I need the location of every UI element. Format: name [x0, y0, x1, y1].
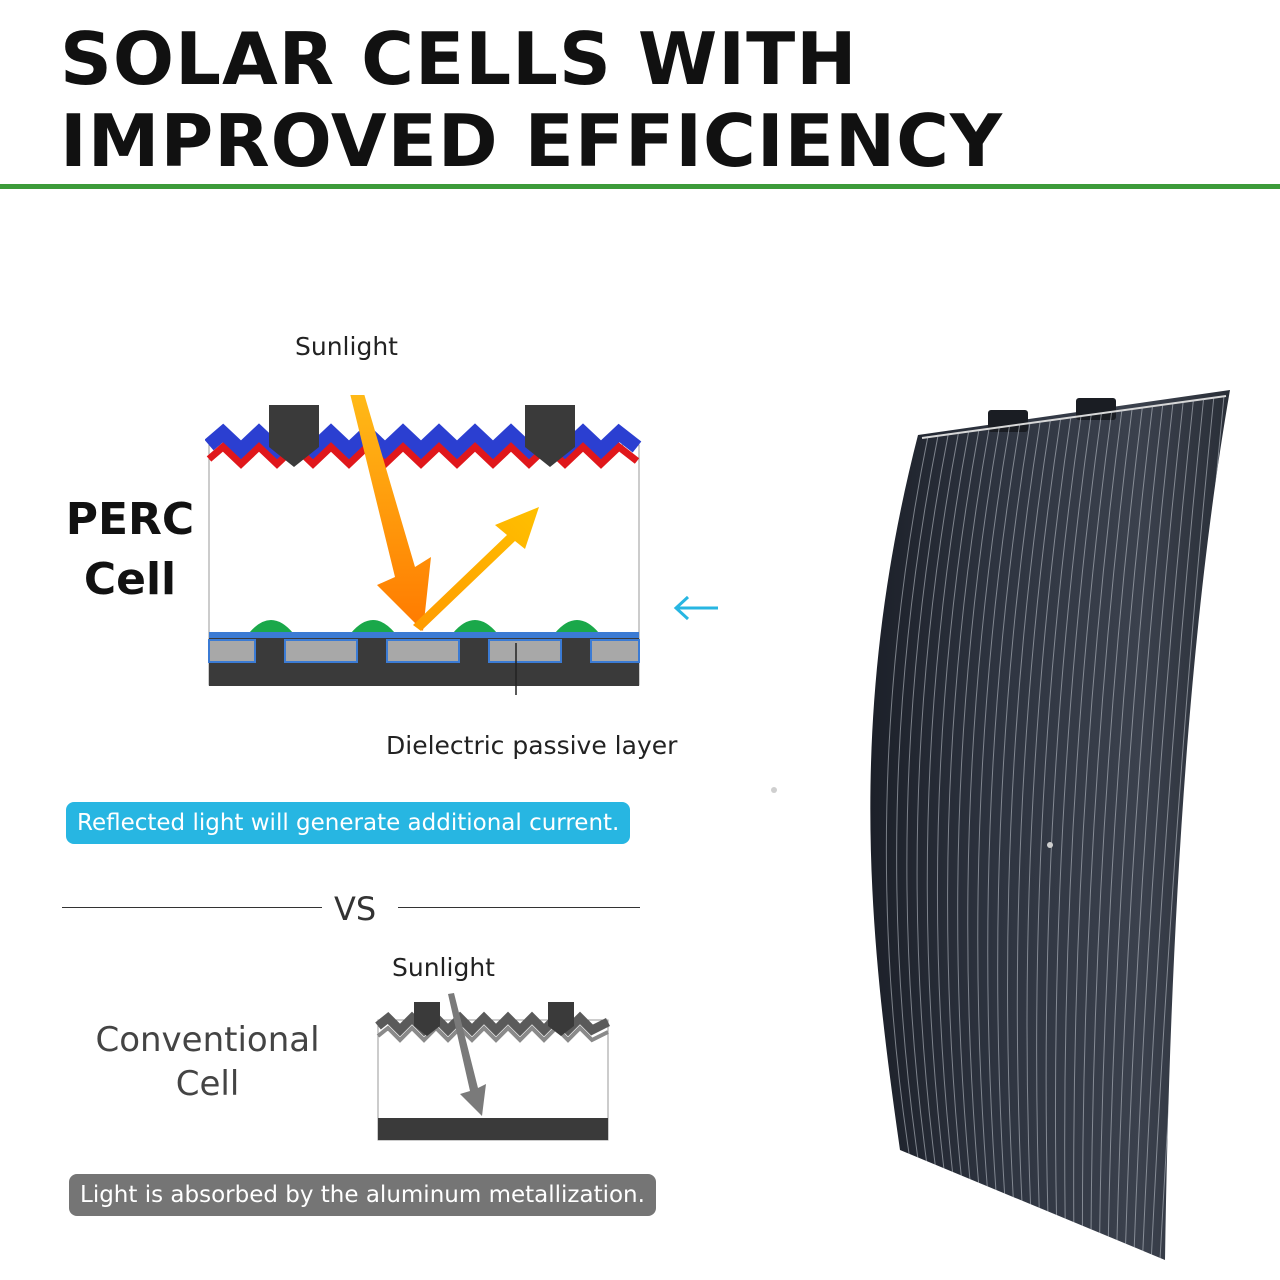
vs-line-left: [62, 907, 322, 908]
perc-cell-diagram: [205, 395, 642, 695]
panel-cell-line: [1007, 419, 1051, 1202]
panel-cell-line: [1125, 401, 1184, 1247]
incident-light-arrow: [350, 395, 431, 631]
conventional-label-line-1: Conventional: [95, 1020, 320, 1060]
conventional-cell-diagram: [375, 993, 611, 1141]
panel-cell-line: [1116, 402, 1174, 1243]
vs-line-right: [398, 907, 640, 908]
left-arrow-icon: [673, 595, 718, 621]
perc-sunlight-label: Sunlight: [295, 332, 398, 361]
perc-caption-badge: Reflected light will generate additional…: [66, 802, 631, 844]
panel-cell-line: [1073, 409, 1123, 1226]
panel-cell-line: [916, 431, 960, 1171]
panel-cell-line: [1045, 413, 1092, 1216]
panel-cell-line: [1026, 416, 1072, 1209]
dielectric-layer-label: Dielectric passive layer: [386, 731, 678, 760]
panel-cell-line: [1107, 404, 1164, 1240]
flexible-solar-panel-image: [771, 390, 1230, 1260]
panel-cell-line: [1064, 411, 1113, 1223]
panel-cell-line: [997, 420, 1041, 1198]
panel-cell-line: [1099, 405, 1154, 1236]
perc-cell-label: PERC Cell: [40, 490, 220, 610]
panel-cell-line: [987, 422, 1031, 1195]
title-line-1: SOLAR CELLS WITH: [60, 17, 858, 101]
panel-cell-line: [1133, 400, 1194, 1250]
conventional-sunlight-label: Sunlight: [392, 953, 495, 982]
conventional-caption-badge: Light is absorbed by the aluminum metall…: [69, 1174, 656, 1216]
title-line-2: IMPROVED EFFICIENCY: [60, 99, 1004, 183]
page-title: SOLAR CELLS WITH IMPROVED EFFICIENCY: [60, 18, 1003, 182]
panel-cell-line: [936, 429, 980, 1178]
conventional-cell-label: Conventional Cell: [70, 1018, 345, 1106]
panel-cell-line: [1150, 397, 1215, 1257]
panel-cell-line: [957, 426, 1000, 1185]
panel-cell-line: [896, 434, 939, 1164]
panel-cell-line: [967, 424, 1011, 1188]
panel-cell-line: [1016, 417, 1062, 1205]
panel-cell-line: [926, 430, 970, 1174]
panel-cell-line: [1142, 398, 1205, 1254]
panel-cell-line: [1036, 415, 1082, 1212]
panel-cell-line: [1054, 412, 1103, 1219]
perc-label-line-2: Cell: [83, 554, 177, 605]
panel-cell-line: [1090, 406, 1143, 1233]
vs-text: VS: [334, 890, 377, 928]
panel-cell-line: [947, 427, 990, 1181]
panel-cell-line: [977, 423, 1021, 1192]
conventional-label-line-2: Cell: [175, 1064, 240, 1104]
header-divider: [0, 184, 1280, 189]
perc-label-line-1: PERC: [65, 494, 195, 545]
panel-cell-line: [906, 433, 949, 1167]
panel-cell-line: [885, 435, 929, 1161]
absorbed-light-arrow: [448, 993, 486, 1116]
reflected-light-arrow: [413, 507, 539, 631]
panel-cell-line: [1081, 408, 1133, 1229]
